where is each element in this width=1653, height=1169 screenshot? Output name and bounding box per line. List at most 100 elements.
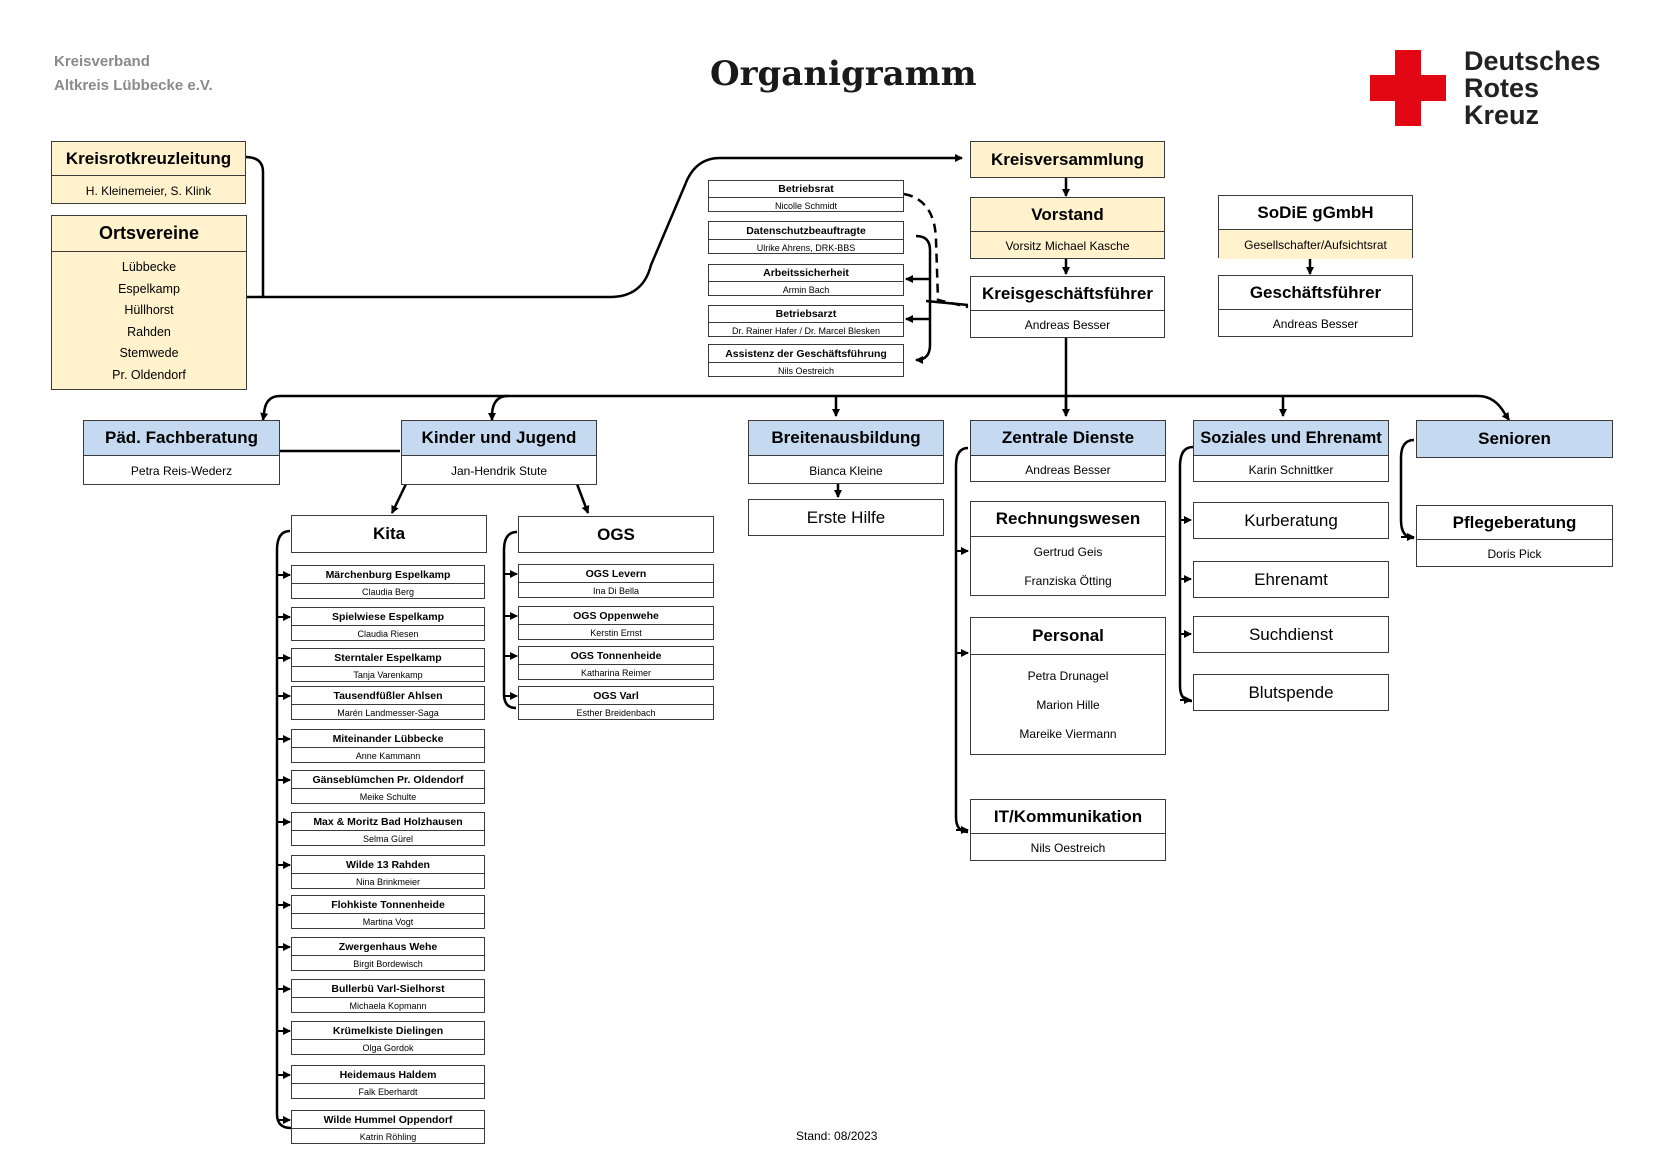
kita-item-name: Olga Gordok: [292, 1039, 484, 1056]
kita-item-title: Märchenburg Espelkamp: [325, 568, 451, 581]
kreisgeschaeftsfuehrer-box: Kreisgeschäftsführer Andreas Besser: [970, 276, 1165, 338]
kita-item-name: Marén Landmesser-Saga: [292, 704, 484, 721]
ehrenamt-box: Ehrenamt: [1193, 561, 1389, 598]
kita-title: Kita: [372, 524, 406, 543]
kita-item-name: Michaela Kopmann: [292, 997, 484, 1014]
kita-item-name: Selma Gürel: [292, 830, 484, 847]
staff-name: Ulrike Ahrens, DRK-BBS: [709, 239, 903, 255]
staff-box-assistenz: Assistenz der Geschäftsführung Nils Oest…: [708, 344, 904, 377]
kita-item-title: Krümelkiste Dielingen: [332, 1024, 444, 1037]
kreisrotkreuzleitung-title: Kreisrotkreuzleitung: [65, 148, 232, 168]
org-name-line1: Kreisverband: [54, 53, 150, 70]
vorstand-title: Vorstand: [1031, 204, 1104, 224]
personal-box: Personal Petra Drunagel Marion Hille Mar…: [970, 617, 1166, 755]
it-title: IT/Kommunikation: [993, 806, 1143, 826]
kita-item-title: Wilde Hummel Oppendorf: [323, 1113, 453, 1126]
dept-breitenausbildung: Breitenausbildung Bianca Kleine: [748, 420, 944, 484]
ortsverein-item: Espelkamp: [118, 281, 180, 296]
personal-title: Personal: [1032, 626, 1104, 645]
kreisversammlung-title: Kreisversammlung: [990, 149, 1145, 169]
sodie-title: SoDiE gGmbH: [1257, 202, 1374, 222]
kita-item-title: Flohkiste Tonnenheide: [331, 898, 445, 911]
staff-box-betriebsarzt: Betriebsarzt Dr. Rainer Hafer / Dr. Marc…: [708, 305, 904, 337]
footer-date: Stand: 08/2023: [796, 1129, 878, 1143]
ortsvereine-list: Lübbecke Espelkamp Hüllhorst Rahden Stem…: [52, 251, 246, 391]
ortsverein-item: Rahden: [127, 324, 171, 339]
dept-head: Petra Reis-Wederz: [84, 455, 279, 486]
dept-head: Bianca Kleine: [749, 455, 943, 485]
page-title: Organigramm: [710, 54, 977, 94]
staff-name: Armin Bach: [709, 281, 903, 297]
kreisrotkreuzleitung-members: H. Kleinemeier, S. Klink: [52, 175, 245, 205]
kurberatung-box: Kurberatung: [1193, 502, 1389, 539]
dept-head: Jan-Hendrik Stute: [402, 455, 596, 486]
kita-item-title: Miteinander Lübbecke: [332, 732, 444, 745]
staff-title: Datenschutzbeauftragte: [746, 224, 866, 237]
kreisgeschaeftsfuehrer-title: Kreisgeschäftsführer: [981, 283, 1153, 303]
ortsvereine-box: Ortsvereine Lübbecke Espelkamp Hüllhorst…: [51, 215, 247, 390]
blutspende-box: Blutspende: [1193, 674, 1389, 711]
staff-box-datenschutz: Datenschutzbeauftragte Ulrike Ahrens, DR…: [708, 221, 904, 254]
pflegeberatung-head: Doris Pick: [1417, 539, 1612, 568]
ortsverein-item: Hüllhorst: [124, 303, 174, 317]
sodie-board: Gesellschafter/Aufsichtsrat: [1219, 229, 1412, 259]
kita-item-title: Bullerbü Varl-Sielhorst: [331, 982, 445, 995]
it-kommunikation-box: IT/Kommunikation Nils Oestreich: [970, 799, 1166, 861]
staff-title: Betriebsarzt: [775, 308, 837, 320]
kita-item-title: Max & Moritz Bad Holzhausen: [313, 815, 463, 828]
logo-line3: Kreuz: [1464, 100, 1540, 130]
kita-header: Kita: [291, 515, 487, 553]
kreisgeschaeftsfuehrer-name: Andreas Besser: [971, 310, 1164, 339]
dept-kinder-und-jugend: Kinder und Jugend Jan-Hendrik Stute: [401, 420, 597, 485]
erste-hilfe-box: Erste Hilfe: [748, 499, 944, 536]
vorstand-box: Vorstand Vorsitz Michael Kasche: [970, 197, 1165, 259]
person-name: Gertrud Geis: [1033, 545, 1103, 559]
rechnungswesen-title: Rechnungswesen: [995, 509, 1141, 528]
kita-item-name: Falk Eberhardt: [292, 1083, 484, 1100]
ogs-item-title: OGS Tonnenheide: [570, 649, 662, 662]
kita-item-title: Sterntaler Espelkamp: [334, 651, 442, 664]
kita-item-title: Heidemaus Haldem: [339, 1068, 437, 1081]
logo-line1: Deutsches: [1464, 46, 1601, 76]
kita-item-title: Wilde 13 Rahden: [346, 858, 430, 871]
kita-item-name: Tanja Varenkamp: [292, 666, 484, 683]
pflegeberatung-box: Pflegeberatung Doris Pick: [1416, 505, 1613, 567]
ortsverein-item: Stemwede: [119, 346, 179, 360]
kita-item-name: Martina Vogt: [292, 913, 484, 930]
rechnungswesen-people: Gertrud Geis Franziska Ötting: [971, 536, 1165, 597]
ortsverein-item: Pr. Oldendorf: [112, 367, 186, 382]
soziales-item-label: Suchdienst: [1248, 624, 1334, 644]
kita-item-name: Birgit Bordewisch: [292, 955, 484, 972]
ogs-item-title: OGS Levern: [585, 567, 647, 580]
soziales-item-label: Ehrenamt: [1254, 569, 1328, 589]
dept-paed-fachberatung: Päd. Fachberatung Petra Reis-Wederz: [83, 420, 280, 485]
geschaeftsfuehrer-box: Geschäftsführer Andreas Besser: [1218, 275, 1413, 337]
kita-item-title: Tausendfüßler Ahlsen: [333, 689, 443, 702]
ogs-item-name: Esther Breidenbach: [519, 704, 713, 721]
ortsvereine-title: Ortsvereine: [98, 223, 200, 243]
staff-name: Nils Oestreich: [709, 362, 903, 378]
staff-name: Nicolle Schmidt: [709, 197, 903, 213]
kreisrotkreuzleitung-box: Kreisrotkreuzleitung H. Kleinemeier, S. …: [51, 141, 246, 204]
geschaeftsfuehrer-name: Andreas Besser: [1219, 309, 1412, 338]
kita-item-name: Katrin Röhling: [292, 1128, 484, 1145]
kreisversammlung-box: Kreisversammlung: [970, 141, 1165, 178]
it-head: Nils Oestreich: [971, 833, 1165, 862]
dept-soziales-und-ehrenamt: Soziales und Ehrenamt Karin Schnittker: [1193, 420, 1389, 482]
suchdienst-box: Suchdienst: [1193, 616, 1389, 653]
rechnungswesen-box: Rechnungswesen Gertrud Geis Franziska Öt…: [970, 501, 1166, 596]
staff-name: Dr. Rainer Hafer / Dr. Marcel Blesken: [709, 322, 903, 338]
dept-title: Breitenausbildung: [749, 421, 943, 455]
ogs-item-title: OGS Varl: [593, 689, 639, 702]
staff-box-betriebsrat: Betriebsrat Nicolle Schmidt: [708, 180, 904, 212]
